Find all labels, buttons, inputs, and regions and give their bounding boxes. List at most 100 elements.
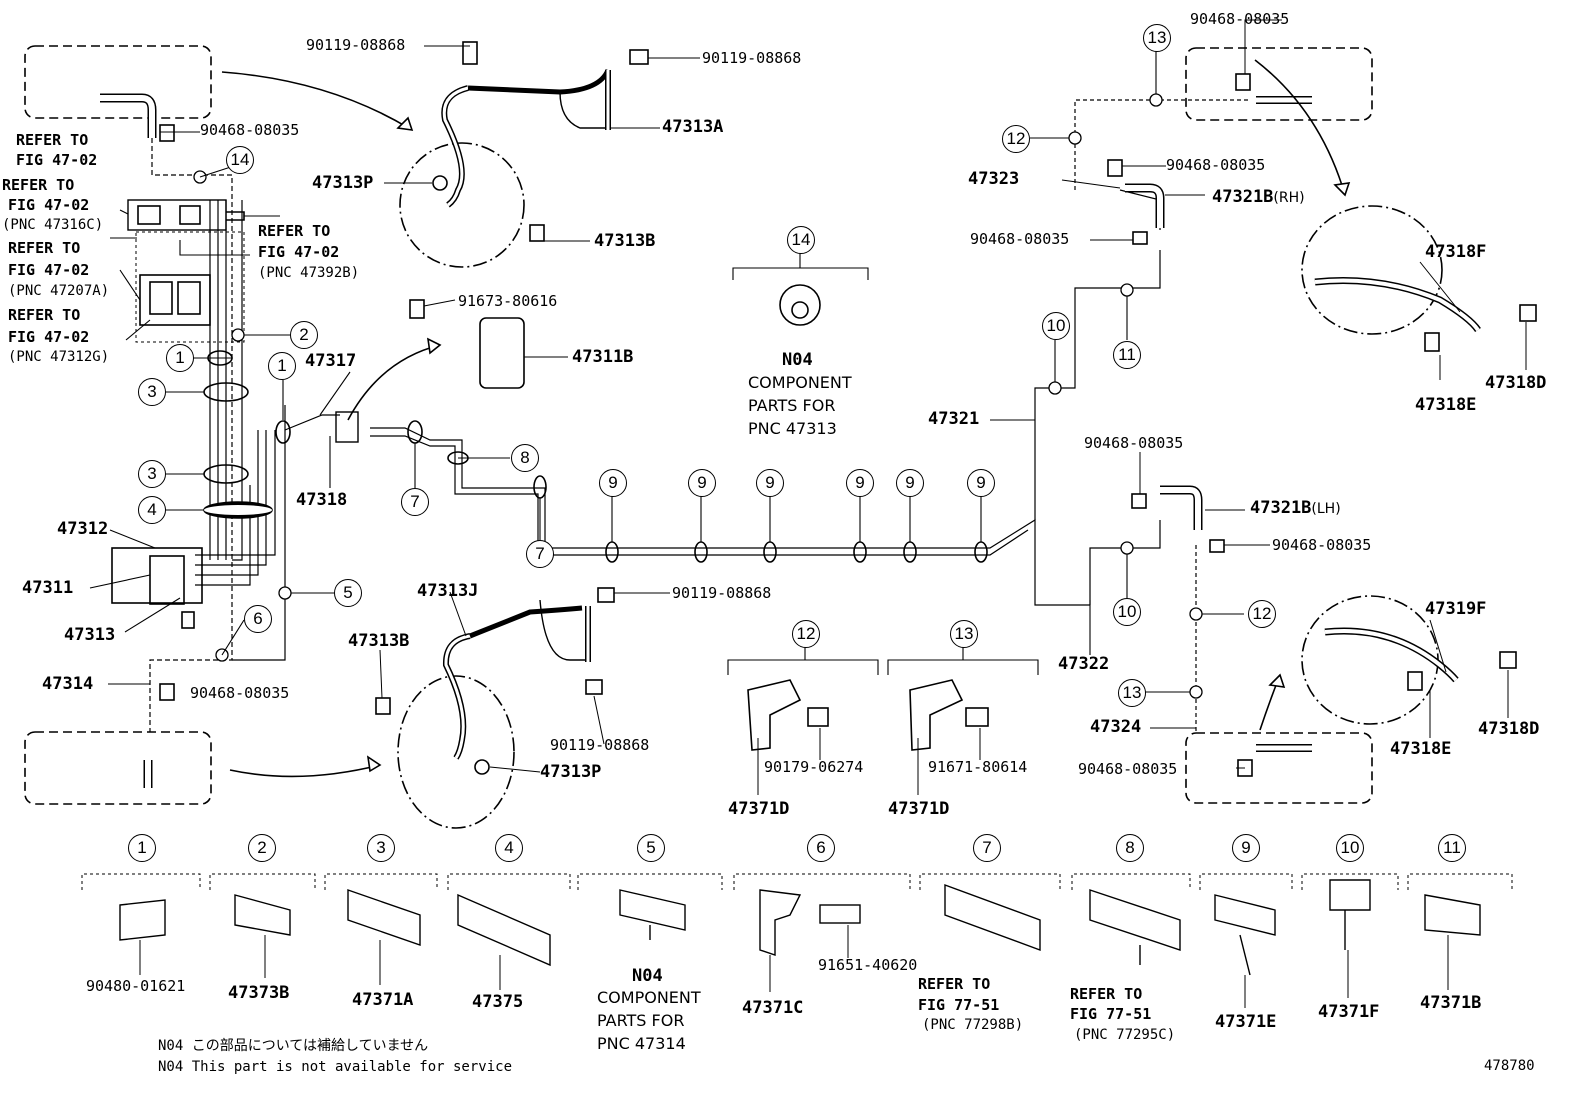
callout-9-b: 9 — [688, 469, 716, 497]
part-47371E: 47371E — [1215, 1012, 1277, 1032]
part-47313A: 47313A — [662, 117, 724, 137]
callout-9-bottom: 9 — [1232, 834, 1260, 862]
callout-7-a: 7 — [401, 488, 429, 516]
part-90179-06274: 90179-06274 — [764, 758, 864, 776]
callout-3-b: 3 — [138, 460, 166, 488]
n04-b-line3: PNC 47314 — [597, 1034, 686, 1053]
refer-47-02-c-l2: FIG 47-02 — [8, 261, 90, 279]
callout-14-b: 14 — [787, 226, 815, 254]
part-90119-08868-a: 90119-08868 — [306, 36, 406, 54]
callout-9-f: 9 — [967, 469, 995, 497]
callout-1-bottom: 1 — [128, 834, 156, 862]
n04-a-line3: PNC 47313 — [748, 419, 837, 438]
wheel-area-rear-left — [24, 731, 212, 805]
part-47318F: 47318F — [1425, 242, 1487, 262]
refer-77-51-b-l3: (PNC 77295C) — [1074, 1027, 1176, 1043]
refer-47-02-e-l3: (PNC 47392B) — [258, 265, 360, 281]
refer-77-51-b-l2: FIG 77-51 — [1070, 1005, 1152, 1023]
wheel-area-rear-right — [1185, 732, 1373, 804]
callout-7-b: 7 — [526, 540, 554, 568]
callout-10-bottom: 10 — [1336, 834, 1364, 862]
part-47375: 47375 — [472, 992, 524, 1012]
part-47321: 47321 — [928, 409, 980, 429]
part-47321B-rh-number: 47321B — [1212, 187, 1274, 207]
callout-9-e: 9 — [896, 469, 924, 497]
callout-14-a: 14 — [226, 146, 254, 174]
callout-5-a: 5 — [334, 579, 362, 607]
callout-3-bottom: 3 — [367, 834, 395, 862]
refer-47-02-b-l2: FIG 47-02 — [8, 196, 90, 214]
figure-id: 478780 — [1484, 1058, 1535, 1074]
part-47313B-b: 47313B — [348, 631, 410, 651]
refer-77-51-a-l3: (PNC 77298B) — [922, 1017, 1024, 1033]
callout-9-c: 9 — [756, 469, 784, 497]
refer-47-02-e-l2: FIG 47-02 — [258, 243, 340, 261]
part-47321B-lh: 47321B(LH) — [1250, 500, 1341, 517]
callout-4-a: 4 — [138, 496, 166, 524]
part-47321B-lh-number: 47321B — [1250, 498, 1312, 518]
callout-2-bottom: 2 — [248, 834, 276, 862]
n04-a-line2: PARTS FOR — [748, 396, 836, 415]
part-90119-08868-c: 90119-08868 — [672, 584, 772, 602]
part-91671-80614: 91671-80614 — [928, 758, 1028, 776]
refer-47-02-c-l3: (PNC 47207A) — [8, 283, 110, 299]
refer-47-02-c-l1: REFER TO — [8, 239, 81, 257]
callout-2-a: 2 — [290, 321, 318, 349]
callout-11-bottom: 11 — [1438, 834, 1466, 862]
part-47311B: 47311B — [572, 347, 634, 367]
part-47318D-b: 47318D — [1478, 719, 1540, 739]
wheel-area-front-right — [1185, 47, 1373, 121]
part-90468-08035-d: 90468-08035 — [1166, 156, 1266, 174]
n04-code-a: N04 — [782, 350, 813, 370]
note-jp: N04 この部品については補給していません — [158, 1038, 429, 1054]
refer-47-02-e-l1: REFER TO — [258, 222, 331, 240]
part-90468-08035-c: 90468-08035 — [1190, 10, 1290, 28]
refer-47-02-b-l3: (PNC 47316C) — [2, 217, 104, 233]
callout-9-a: 9 — [599, 469, 627, 497]
callout-7-bottom: 7 — [973, 834, 1001, 862]
callout-12-c: 12 — [792, 620, 820, 648]
refer-77-51-a-l2: FIG 77-51 — [918, 996, 1000, 1014]
part-47317: 47317 — [305, 351, 357, 371]
callout-3-a: 3 — [138, 378, 166, 406]
part-47371D-b: 47371D — [888, 799, 950, 819]
part-91651-40620: 91651-40620 — [818, 956, 918, 974]
part-47322: 47322 — [1058, 654, 1110, 674]
refer-47-02-d-l2: FIG 47-02 — [8, 328, 90, 346]
part-47371A: 47371A — [352, 990, 414, 1010]
n04-b-line2: PARTS FOR — [597, 1011, 685, 1030]
callout-8-a: 8 — [511, 444, 539, 472]
part-47313P-a: 47313P — [312, 173, 374, 193]
callout-5-bottom: 5 — [637, 834, 665, 862]
note-en: N04 This part is not available for servi… — [158, 1059, 513, 1075]
part-47324: 47324 — [1090, 717, 1142, 737]
callout-1-b: 1 — [268, 352, 296, 380]
part-90468-08035-e: 90468-08035 — [970, 230, 1070, 248]
refer-47-02-b-l1: REFER TO — [2, 176, 75, 194]
wheel-area-front-left — [24, 45, 212, 119]
callout-10-b: 10 — [1113, 598, 1141, 626]
part-47313B-a: 47313B — [594, 231, 656, 251]
lh-suffix: (LH) — [1311, 501, 1341, 517]
refer-77-51-b-l1: REFER TO — [1070, 985, 1143, 1003]
part-91673-80616: 91673-80616 — [458, 292, 558, 310]
part-47373B: 47373B — [228, 983, 290, 1003]
part-47371C: 47371C — [742, 998, 804, 1018]
part-47312: 47312 — [57, 519, 109, 539]
callout-12-a: 12 — [1002, 125, 1030, 153]
part-47318E-b: 47318E — [1390, 739, 1452, 759]
refer-47-02-a-l1: REFER TO — [16, 131, 89, 149]
refer-77-51-a-l1: REFER TO — [918, 975, 991, 993]
n04-b-line1: COMPONENT — [597, 988, 701, 1007]
part-47371F: 47371F — [1318, 1002, 1380, 1022]
callout-11-a: 11 — [1113, 341, 1141, 369]
callout-13-b: 13 — [1118, 679, 1146, 707]
rh-suffix: (RH) — [1273, 190, 1305, 206]
part-47313J: 47313J — [417, 581, 479, 601]
callout-1-a: 1 — [166, 344, 194, 372]
part-47319F: 47319F — [1425, 599, 1487, 619]
part-90468-08035-g: 90468-08035 — [1272, 536, 1372, 554]
part-47371D-a: 47371D — [728, 799, 790, 819]
part-90468-08035-a: 90468-08035 — [200, 121, 300, 139]
